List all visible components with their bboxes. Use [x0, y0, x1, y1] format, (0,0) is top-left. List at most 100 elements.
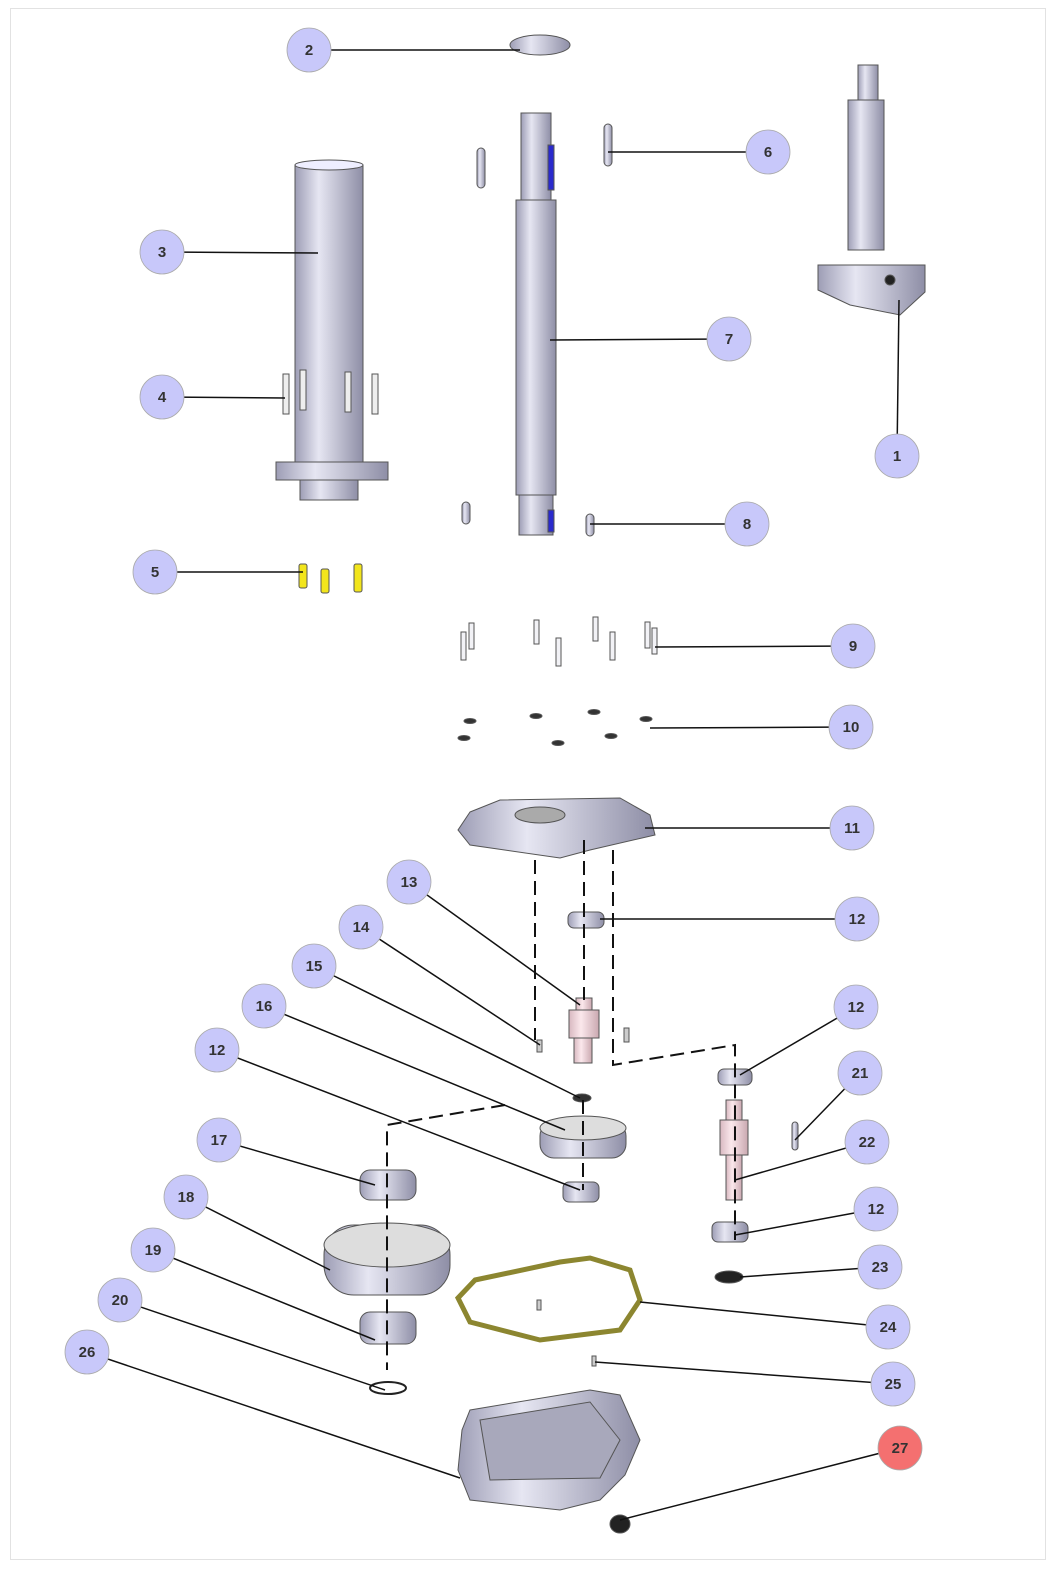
callout-18[interactable]: 18 — [163, 1174, 331, 1271]
callout-bubble[interactable] — [130, 1227, 176, 1273]
callout-bubble[interactable] — [830, 623, 876, 669]
callout-7[interactable]: 7 — [549, 316, 752, 362]
callout-number: 12 — [209, 1042, 226, 1059]
callout-26[interactable]: 26 — [64, 1329, 461, 1479]
callout-bubble[interactable] — [865, 1304, 911, 1350]
callout-8[interactable]: 8 — [590, 501, 770, 547]
callout-bubble[interactable] — [857, 1244, 903, 1290]
callout-number: 13 — [401, 874, 418, 891]
leader-line — [218, 1139, 376, 1186]
part-7-main-shaft — [515, 112, 557, 536]
callout-9[interactable]: 9 — [654, 623, 876, 669]
callout-number: 25 — [885, 1376, 902, 1393]
part-27-plug — [609, 1514, 631, 1534]
callout-number: 4 — [158, 389, 167, 406]
assembly-paths — [386, 840, 736, 1370]
callout-bubble[interactable] — [833, 984, 879, 1030]
callout-number: 15 — [306, 958, 323, 975]
callout-bubble[interactable] — [829, 805, 875, 851]
callout-12[interactable]: 12 — [600, 896, 880, 942]
callout-12[interactable]: 12 — [739, 984, 879, 1076]
leader-line — [152, 1249, 376, 1341]
part-12-bearings — [562, 911, 753, 1243]
callout-bubble[interactable] — [64, 1329, 110, 1375]
callout-4[interactable]: 4 — [139, 374, 286, 420]
callout-27[interactable]: 27 — [619, 1425, 923, 1521]
callout-bubble[interactable] — [291, 943, 337, 989]
leader-line — [739, 1006, 857, 1076]
callout-22[interactable]: 22 — [734, 1119, 890, 1181]
leader-line — [161, 251, 319, 254]
callout-bubble[interactable] — [97, 1277, 143, 1323]
callout-10[interactable]: 10 — [649, 704, 874, 750]
callout-number: 23 — [872, 1259, 889, 1276]
callout-bubble[interactable] — [853, 1186, 899, 1232]
callout-number: 10 — [843, 719, 860, 736]
callout-bubble[interactable] — [874, 433, 920, 479]
part-4-bolts — [282, 369, 379, 415]
part-14-pin-b — [623, 1027, 630, 1043]
part-25-pin — [591, 1355, 597, 1367]
callout-2[interactable]: 2 — [286, 27, 520, 73]
callout-number: 20 — [112, 1292, 129, 1309]
callout-12[interactable]: 12 — [734, 1186, 899, 1236]
callout-12[interactable]: 12 — [194, 1027, 581, 1191]
callout-24[interactable]: 24 — [639, 1301, 911, 1350]
callout-11[interactable]: 11 — [645, 805, 875, 851]
callout-number: 27 — [892, 1440, 909, 1457]
part-5-dowel-pins — [298, 563, 363, 594]
callout-number: 17 — [211, 1132, 228, 1149]
callout-bubble[interactable] — [139, 229, 185, 275]
callout-bubble[interactable] — [834, 896, 880, 942]
callout-bubble[interactable] — [286, 27, 332, 73]
callout-bubble[interactable] — [724, 501, 770, 547]
callout-3[interactable]: 3 — [139, 229, 319, 275]
callout-17[interactable]: 17 — [196, 1117, 376, 1186]
callout-13[interactable]: 13 — [386, 859, 581, 1006]
callout-number: 11 — [844, 820, 860, 837]
leader-line — [549, 338, 730, 341]
callout-bubble[interactable] — [870, 1361, 916, 1407]
part-10-washers — [457, 709, 653, 746]
callout-number: 12 — [868, 1201, 885, 1218]
callout-14[interactable]: 14 — [338, 904, 541, 1046]
leader-line — [216, 1049, 581, 1191]
callout-16[interactable]: 16 — [241, 983, 566, 1131]
callout-bubble[interactable] — [706, 316, 752, 362]
callout-bubble[interactable] — [139, 374, 185, 420]
callout-bubble[interactable] — [338, 904, 384, 950]
callout-bubble[interactable] — [196, 1117, 242, 1163]
callout-6[interactable]: 6 — [608, 129, 791, 175]
callout-bubble[interactable] — [745, 129, 791, 175]
callout-23[interactable]: 23 — [739, 1244, 903, 1290]
part-11-top-cover — [457, 797, 656, 859]
callout-bubble[interactable] — [194, 1027, 240, 1073]
leader-line — [263, 1005, 566, 1131]
callout-25[interactable]: 25 — [594, 1361, 916, 1407]
callout-20[interactable]: 20 — [97, 1277, 386, 1391]
callout-1[interactable]: 1 — [874, 299, 920, 479]
callout-bubble[interactable] — [163, 1174, 209, 1220]
callout-bubble[interactable] — [837, 1050, 883, 1096]
callout-bubble[interactable] — [844, 1119, 890, 1165]
callout-number: 12 — [848, 999, 865, 1016]
part-6-keys — [476, 123, 613, 189]
callout-15[interactable]: 15 — [291, 943, 581, 1099]
leader-line — [119, 1299, 386, 1391]
callout-bubble[interactable] — [241, 983, 287, 1029]
part-20-circlip — [369, 1381, 407, 1395]
callout-bubble[interactable] — [877, 1425, 923, 1471]
leader-line — [896, 299, 900, 457]
leader-line — [619, 1447, 901, 1521]
callout-5[interactable]: 5 — [132, 549, 303, 595]
callout-number: 21 — [852, 1065, 869, 1082]
part-9-screws — [460, 616, 658, 667]
callout-bubble[interactable] — [132, 549, 178, 595]
callout-19[interactable]: 19 — [130, 1227, 376, 1341]
callout-21[interactable]: 21 — [794, 1050, 883, 1141]
callout-number: 2 — [305, 42, 313, 59]
callout-number: 14 — [353, 919, 370, 936]
callout-bubble[interactable] — [386, 859, 432, 905]
part-2-ring — [509, 34, 571, 56]
callout-bubble[interactable] — [828, 704, 874, 750]
